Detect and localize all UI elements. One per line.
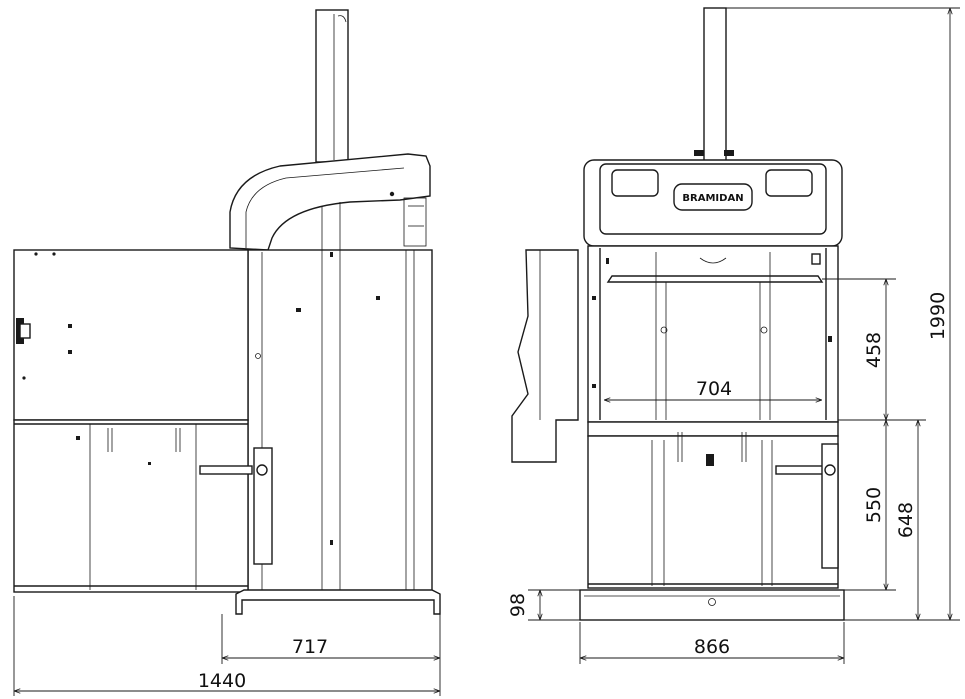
press-plate — [606, 275, 824, 283]
dimension-labels: 1440 717 866 704 458 550 648 1990 98 — [198, 292, 949, 692]
brand-plate — [673, 183, 753, 211]
side-head — [229, 153, 431, 251]
front-head-right-pad — [765, 169, 813, 197]
front-column — [703, 7, 727, 171]
front-base — [579, 589, 845, 621]
dim-total-depth: 1440 — [198, 670, 246, 692]
front-view: BRAMIDAN — [511, 7, 845, 621]
front-side-gate — [511, 249, 579, 463]
side-column — [315, 9, 349, 163]
front-divider — [587, 421, 839, 437]
dim-door-top-height: 648 — [895, 502, 917, 538]
dim-base-depth: 717 — [292, 636, 328, 658]
dim-base-width: 866 — [694, 636, 730, 658]
dim-total-height: 1990 — [927, 292, 949, 340]
brand-logo: BRAMIDAN — [682, 193, 743, 204]
side-lever — [253, 447, 273, 565]
side-chamber — [13, 249, 249, 421]
dim-inner-width: 704 — [696, 378, 732, 400]
dim-base-height: 98 — [507, 593, 529, 617]
side-view — [13, 9, 441, 615]
dim-door-height: 550 — [863, 487, 885, 523]
dim-chamber-height: 458 — [863, 332, 885, 368]
front-lever — [821, 443, 839, 569]
front-head-left-pad — [611, 169, 659, 197]
dimension-lines — [13, 7, 960, 696]
side-door-section — [13, 419, 249, 593]
side-base — [235, 589, 441, 615]
